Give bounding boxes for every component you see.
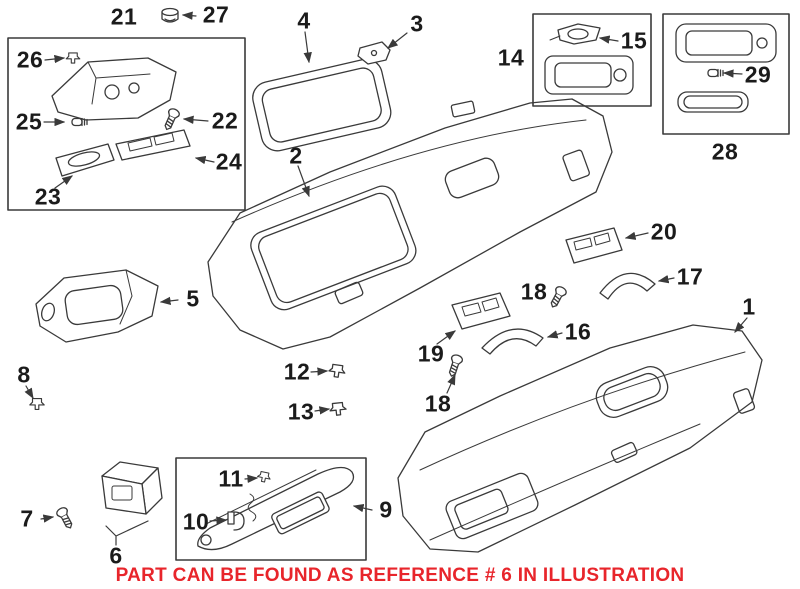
callout-22: 22 <box>211 107 239 134</box>
callout-5: 5 <box>186 285 200 312</box>
callout-11: 11 <box>218 465 244 492</box>
callout-9: 9 <box>379 496 393 523</box>
callout-17: 17 <box>676 263 704 290</box>
console-housing-shape <box>35 269 159 343</box>
callout-12: 12 <box>283 358 311 385</box>
console-detail-box <box>7 37 246 211</box>
callout-20: 20 <box>650 218 678 245</box>
callout-16: 16 <box>564 318 592 345</box>
callout-26: 26 <box>16 46 44 73</box>
front-headliner-shape <box>207 98 613 350</box>
reference-banner: PART CAN BE FOUND AS REFERENCE # 6 IN IL… <box>115 565 685 586</box>
callout-28: 28 <box>711 138 739 165</box>
rear-headliner-shape <box>397 324 763 553</box>
callout-24: 24 <box>215 148 243 175</box>
callout-13: 13 <box>287 398 315 425</box>
callout-15: 15 <box>620 27 648 54</box>
callout-2: 2 <box>289 142 303 169</box>
hook-10-icon <box>227 511 245 531</box>
callout-10: 10 <box>182 508 210 535</box>
callout-3: 3 <box>410 10 424 37</box>
sunroof-seal-shape <box>252 58 392 152</box>
callout-8: 8 <box>17 361 31 388</box>
callout-18: 18 <box>520 278 548 305</box>
grab-handle-17-shape <box>599 272 656 300</box>
bracket-20-shape <box>565 227 623 264</box>
bracket-clip-shape <box>357 41 391 65</box>
lamp-detail-box <box>532 13 652 107</box>
dome-light-detail-box <box>662 13 790 135</box>
callout-4: 4 <box>297 7 311 34</box>
callout-25: 25 <box>15 108 43 135</box>
small-console-shape <box>101 461 163 515</box>
callout-7: 7 <box>20 505 34 532</box>
leader-arrows <box>24 11 748 546</box>
callout-23: 23 <box>34 183 62 210</box>
callout-27: 27 <box>202 1 230 28</box>
callout-19: 19 <box>417 340 445 367</box>
grab-handle-16-shape <box>481 328 544 355</box>
bracket-19-shape <box>451 292 511 330</box>
callout-1: 1 <box>742 293 756 320</box>
callout-14: 14 <box>497 44 525 71</box>
callout-29: 29 <box>744 61 772 88</box>
callout-6: 6 <box>109 542 123 569</box>
callout-21: 21 <box>110 3 138 30</box>
callout-18: 18 <box>424 390 452 417</box>
sun-visor-detail-box <box>175 457 367 561</box>
